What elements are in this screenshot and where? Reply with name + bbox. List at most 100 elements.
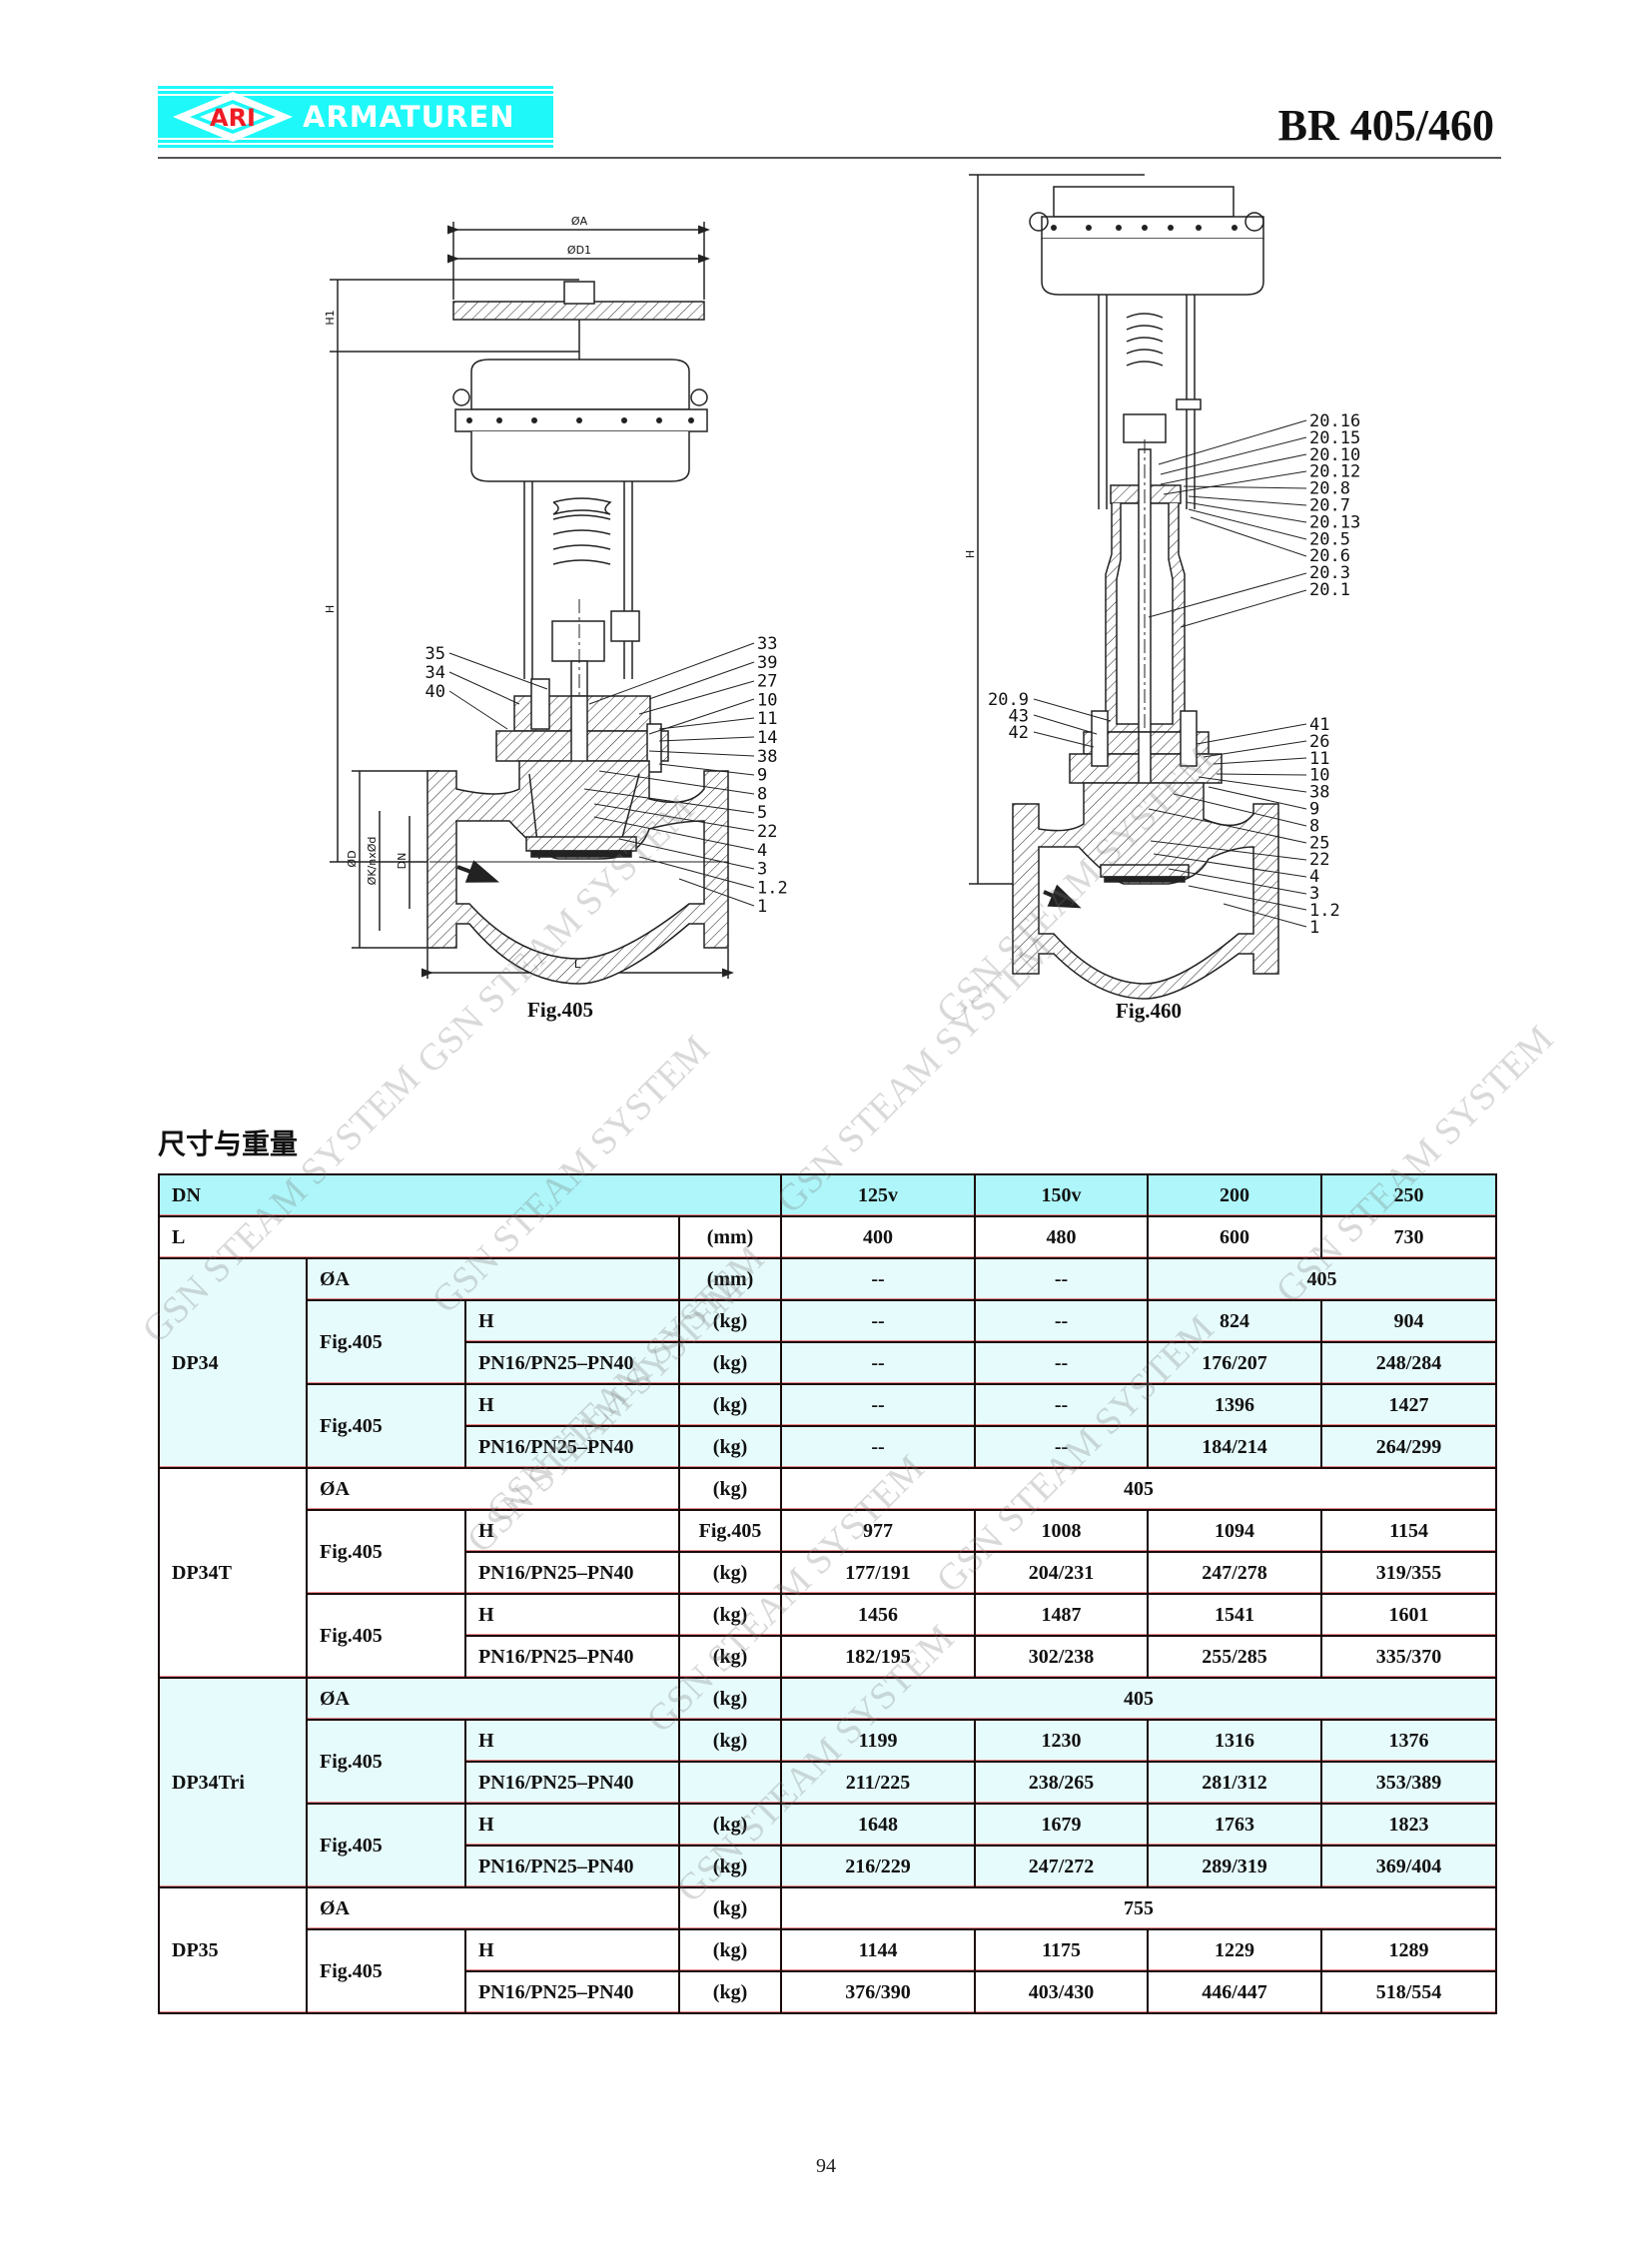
value-cell: 182/195 <box>780 1635 977 1679</box>
value-cell: 824 <box>1147 1299 1323 1343</box>
value-cell: -- <box>974 1425 1150 1469</box>
part-callout: 1.2 <box>1309 901 1340 921</box>
value-cell: 281/312 <box>1147 1761 1323 1805</box>
diameter-label: ØA <box>306 1467 680 1511</box>
value-cell: 247/278 <box>1147 1551 1323 1595</box>
row-label: PN16/PN25–PN40 <box>464 1761 680 1805</box>
value-cell: 405 <box>780 1677 1498 1721</box>
fig405-drawing <box>330 222 755 985</box>
unit-cell: (kg) <box>677 1928 783 1972</box>
figure-label: Fig.405 <box>306 1803 466 1888</box>
part-callout: 20.15 <box>1309 428 1360 448</box>
value-cell: 1601 <box>1320 1593 1498 1637</box>
figure-label: Fig.405 <box>306 1383 466 1469</box>
value-cell: 369/404 <box>1320 1845 1498 1888</box>
logo-mark-text: ARI <box>210 104 256 132</box>
row-label: PN16/PN25–PN40 <box>464 1551 680 1595</box>
part-callout: 1 <box>1309 918 1319 938</box>
part-callout: 11 <box>757 709 777 729</box>
value-cell: 1648 <box>780 1803 977 1847</box>
value-cell: 319/355 <box>1320 1551 1498 1595</box>
unit-cell: (kg) <box>677 1970 783 2014</box>
unit-cell: (kg) <box>677 1299 783 1343</box>
unit-cell: (kg) <box>677 1467 783 1511</box>
part-callout: 8 <box>757 784 767 804</box>
value-cell: 600 <box>1147 1215 1323 1259</box>
value-cell: 1144 <box>780 1928 977 1972</box>
unit-cell: (kg) <box>677 1719 783 1763</box>
value-cell: 1541 <box>1147 1593 1323 1637</box>
value-cell: 1316 <box>1147 1719 1323 1763</box>
svg-text:ØK/nxØd: ØK/nxØd <box>366 837 379 886</box>
value-cell: 1679 <box>974 1803 1150 1847</box>
part-callout: 14 <box>757 728 777 748</box>
actuator-type: DP34T <box>158 1467 308 1679</box>
value-cell: 1229 <box>1147 1928 1323 1972</box>
fig460-drawing <box>969 174 1307 1000</box>
part-callout: 20.3 <box>1309 563 1350 583</box>
row-label: H <box>464 1299 680 1343</box>
part-callout: 20.16 <box>1309 411 1360 431</box>
part-callout: 39 <box>757 653 777 673</box>
value-cell: 247/272 <box>974 1845 1150 1888</box>
row-label: PN16/PN25–PN40 <box>464 1341 680 1385</box>
svg-text:DN: DN <box>396 853 409 870</box>
value-cell: 1427 <box>1320 1383 1498 1427</box>
part-callout: 40 <box>425 682 445 702</box>
value-cell: 177/191 <box>780 1551 977 1595</box>
row-label: PN16/PN25–PN40 <box>464 1970 680 2014</box>
value-cell: -- <box>974 1257 1150 1301</box>
part-callout: 20.10 <box>1309 445 1360 465</box>
fig405-caption: Fig.405 <box>527 998 593 1022</box>
value-cell: 403/430 <box>974 1970 1150 2014</box>
fig405-dimension-labels: ØA ØD1 H1 H ØD ØK/nxØd DN L <box>324 215 591 971</box>
unit-cell: (mm) <box>677 1215 783 1259</box>
actuator-type: DP35 <box>158 1886 308 2014</box>
header-divider <box>158 157 1501 159</box>
value-cell: 1823 <box>1320 1803 1498 1847</box>
value-cell: 1376 <box>1320 1719 1498 1763</box>
value-cell: 977 <box>780 1509 977 1553</box>
value-cell: 335/370 <box>1320 1635 1498 1679</box>
figure-label: Fig.405 <box>306 1719 466 1805</box>
row-label: H <box>464 1383 680 1427</box>
value-cell: 289/319 <box>1147 1845 1323 1888</box>
part-callout: 3 <box>1309 884 1319 904</box>
value-cell: 1487 <box>974 1593 1150 1637</box>
part-callout: 27 <box>757 672 777 692</box>
part-callout: 3 <box>757 860 767 880</box>
part-callout: 9 <box>757 766 767 786</box>
value-cell: 1230 <box>974 1719 1150 1763</box>
part-callout: 34 <box>425 663 445 683</box>
value-cell: 302/238 <box>974 1635 1150 1679</box>
svg-text:ØD: ØD <box>346 850 359 867</box>
value-cell: 264/299 <box>1320 1425 1498 1469</box>
diameter-label: ØA <box>306 1257 680 1301</box>
value-cell: 1289 <box>1320 1928 1498 1972</box>
part-callout: 35 <box>425 644 445 664</box>
svg-text:L: L <box>574 958 581 971</box>
unit-cell <box>677 1761 783 1805</box>
value-cell: 1456 <box>780 1593 977 1637</box>
section-title: 尺寸与重量 <box>158 1129 299 1160</box>
row-label: H <box>464 1509 680 1553</box>
part-callout: 43 <box>1009 707 1029 727</box>
value-cell: 1008 <box>974 1509 1150 1553</box>
part-callout: 9 <box>1309 800 1319 820</box>
unit-cell: (kg) <box>677 1886 783 1930</box>
value-cell: 255/285 <box>1147 1635 1323 1679</box>
row-label: PN16/PN25–PN40 <box>464 1425 680 1469</box>
row-label: H <box>464 1928 680 1972</box>
part-callout: 4 <box>1309 867 1319 887</box>
part-callout: 38 <box>1309 783 1329 803</box>
ari-armaturen-logo: ARI ARMATUREN <box>158 86 553 148</box>
part-callout: 5 <box>757 803 767 823</box>
part-callout: 41 <box>1309 715 1329 735</box>
